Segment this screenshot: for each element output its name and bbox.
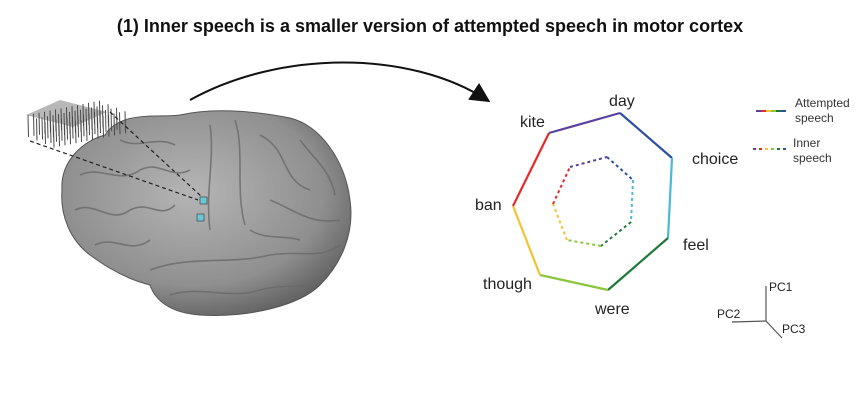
electrode-pin <box>119 112 121 135</box>
inner-speech-polygon <box>552 156 634 247</box>
attempted-speech-polygon <box>511 111 674 292</box>
electrode-pin <box>75 121 77 144</box>
axis-label-pc3: PC3 <box>782 322 806 336</box>
word-label-kite: kite <box>520 114 545 131</box>
inner-edge <box>552 166 571 205</box>
electrode-array-2 <box>196 213 205 222</box>
electrode-pin <box>55 119 57 142</box>
electrode-pin <box>83 114 85 137</box>
word-label-though: though <box>483 276 532 293</box>
pc-axes <box>731 286 783 339</box>
electrode-pin <box>69 122 71 145</box>
electrode-pin <box>97 116 99 139</box>
electrode-pin <box>105 109 107 132</box>
microelectrode-array-icon <box>26 100 126 148</box>
inner-edge <box>630 179 634 223</box>
electrode-pin <box>50 120 52 143</box>
word-label-were: were <box>594 301 630 318</box>
arrow-icon <box>189 61 491 103</box>
electrode-pin <box>113 113 115 136</box>
electrode-pin <box>33 113 35 136</box>
electrode-pin <box>61 118 63 141</box>
electrode-pin <box>44 121 46 145</box>
electrode-pin <box>124 111 126 134</box>
word-label-day: day <box>609 93 635 110</box>
legend-attempted-label-2: speech <box>795 111 834 125</box>
electrode-pin <box>27 114 29 138</box>
legend-inner-label-2: speech <box>793 151 832 165</box>
legend: Attempted speech Inner speech <box>753 96 850 165</box>
electrode-pin <box>41 117 43 140</box>
word-label-feel: feel <box>683 237 709 254</box>
electrode-pin <box>36 118 38 141</box>
electrode-pin <box>94 112 96 135</box>
electrode-pin <box>110 108 112 131</box>
inner-edge <box>569 156 608 168</box>
electrode-pin <box>80 119 82 143</box>
legend-attempted-label-1: Attempted <box>795 96 850 110</box>
inner-edge <box>552 203 568 241</box>
inner-edge <box>606 156 634 181</box>
electrode-pin <box>99 110 101 134</box>
electrode-array-1 <box>199 196 208 205</box>
figure-title: (1) Inner speech is a smaller version of… <box>116 16 744 36</box>
electrode-pin <box>108 114 110 137</box>
zoom-dashed-lines <box>29 111 203 201</box>
attempted-edge <box>666 157 674 239</box>
inner-edge <box>566 239 602 247</box>
electrode-pin <box>102 115 104 138</box>
axis-label-pc2: PC2 <box>717 307 741 321</box>
electrode-pin <box>77 115 79 138</box>
attempted-edge <box>512 132 550 207</box>
electrode-pin <box>58 124 60 147</box>
electrode-pin <box>64 123 66 146</box>
electrode-pin <box>53 125 55 148</box>
electrode-pin <box>91 117 93 140</box>
attempted-edge <box>511 205 542 276</box>
word-label-choice: choice <box>692 151 738 168</box>
inner-edge <box>600 221 632 247</box>
attempted-edge <box>548 111 621 135</box>
electrode-pin <box>66 117 68 140</box>
attempted-edge <box>539 273 609 292</box>
attempted-edge <box>619 112 673 159</box>
electrode-pin <box>38 112 40 135</box>
axis-label-pc1: PC1 <box>769 280 793 294</box>
attempted-edge <box>607 237 669 291</box>
electrode-pin <box>72 116 74 139</box>
word-label-ban: ban <box>475 197 502 214</box>
brain-illustration <box>61 110 352 316</box>
legend-inner-label-1: Inner <box>793 136 820 150</box>
electrode-pin <box>47 116 49 139</box>
electrode-pin <box>86 118 88 141</box>
electrode-pin <box>88 113 90 136</box>
